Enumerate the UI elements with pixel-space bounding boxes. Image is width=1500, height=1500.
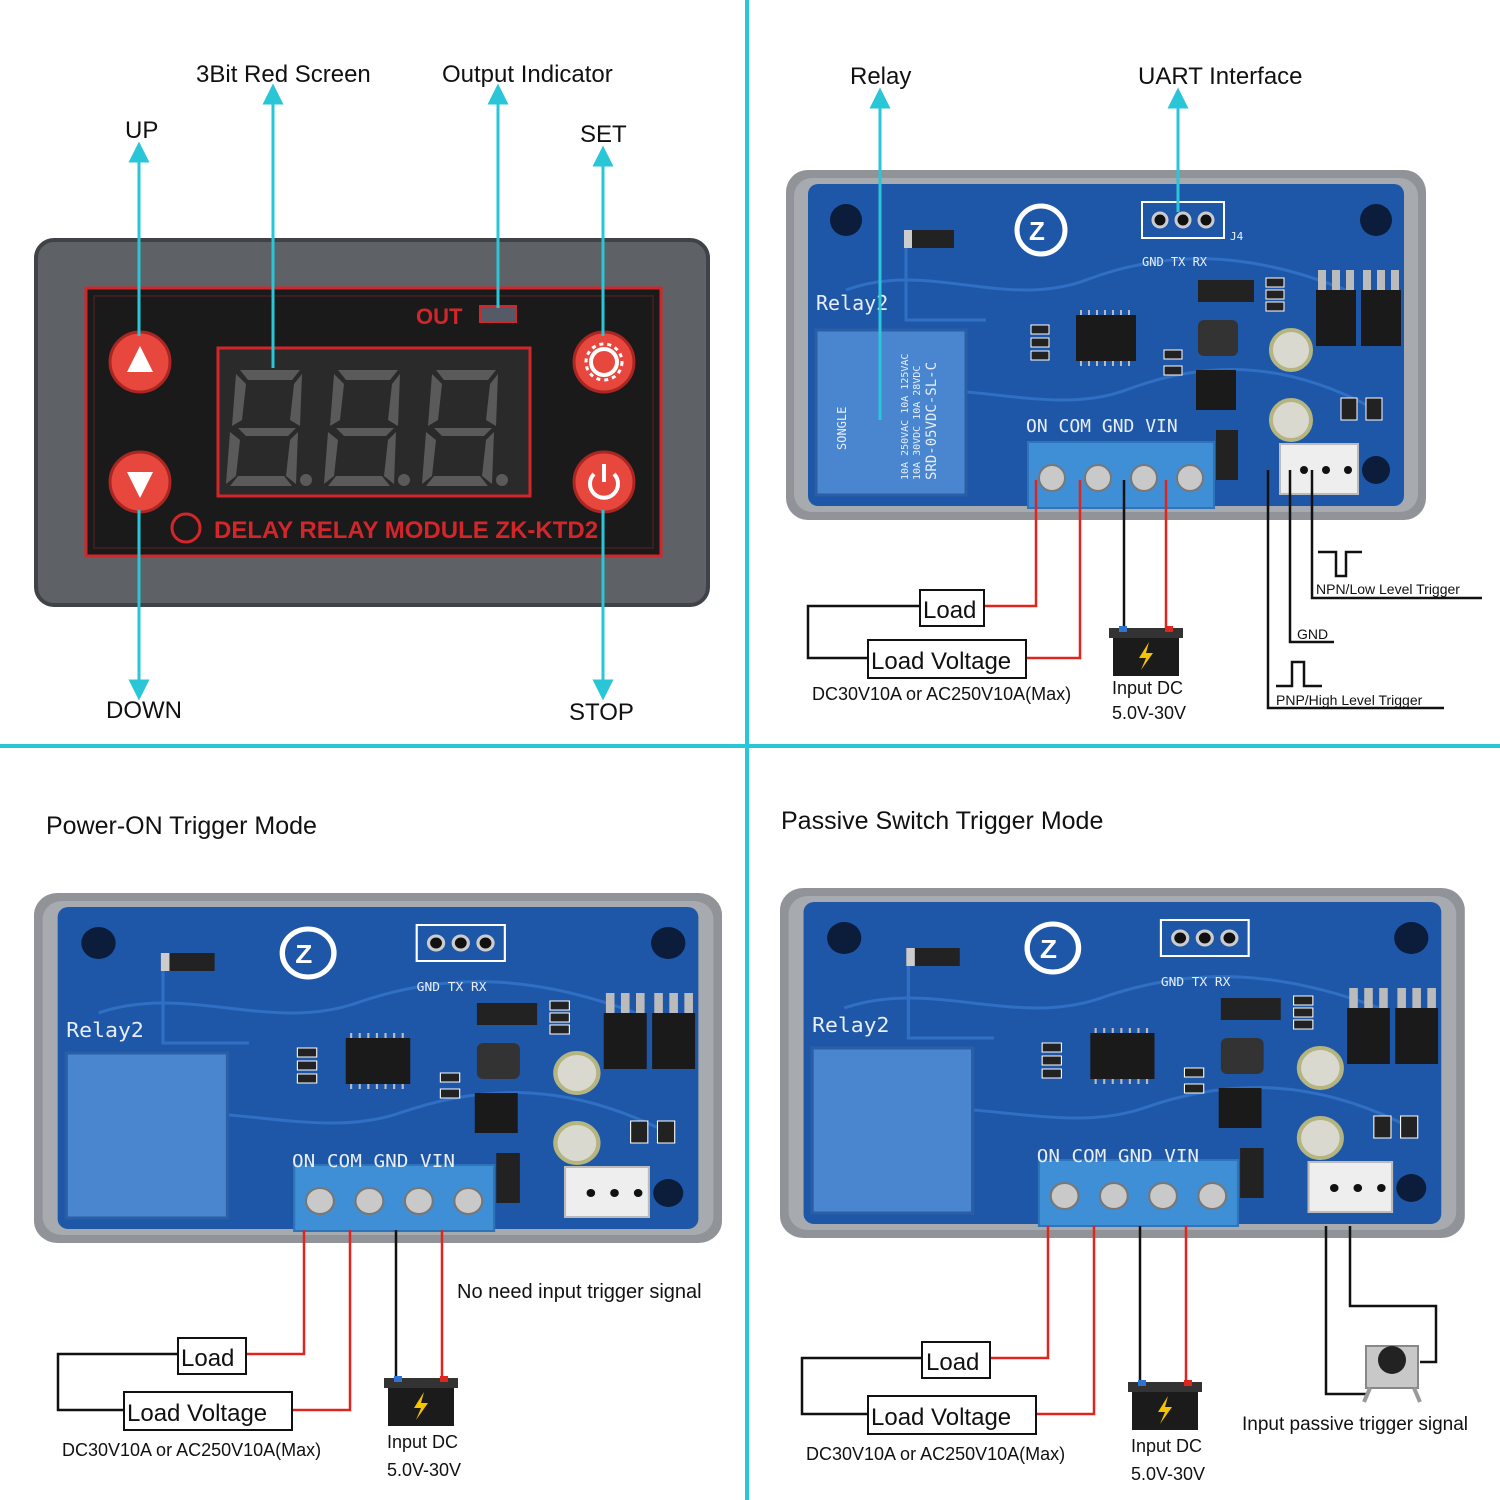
bl-title: Power-ON Trigger Mode	[46, 812, 317, 840]
bl-wiring	[56, 1230, 444, 1412]
brand-logo-icon	[170, 512, 202, 544]
bl-rating: DC30V10A or AC250V10A(Max)	[62, 1440, 321, 1460]
set-button[interactable]	[572, 330, 636, 394]
br-relay-silk: Relay2	[812, 1014, 889, 1037]
gnd-label: GND	[1297, 626, 1328, 642]
j4-label: J4	[1230, 230, 1244, 243]
br-note: Input passive trigger signal	[1242, 1414, 1468, 1435]
tr-battery-icon	[1109, 626, 1183, 676]
bl-uart-labels: GND TX RX	[417, 979, 487, 993]
br-rating: DC30V10A or AC250V10A(Max)	[806, 1444, 1065, 1464]
br-title: Passive Switch Trigger Mode	[781, 807, 1103, 835]
callout-arrows	[128, 83, 614, 701]
up-label: UP	[125, 117, 158, 144]
front-panel: OUT DELAY RELAY MODULE ZK-KTD2	[34, 238, 710, 607]
down-button[interactable]	[108, 450, 172, 514]
set-label: SET	[580, 121, 627, 148]
uart-callout: UART Interface	[1138, 63, 1303, 90]
br-load-box	[921, 1341, 991, 1379]
pcb-board-bottom-right: Relay2 ON COM GND VIN GND TX RX	[780, 888, 1465, 1238]
npn-label: NPN/Low Level Trigger	[1316, 581, 1460, 597]
tr-callout-arrows	[869, 87, 1189, 420]
br-input-range: 5.0V-30V	[1131, 1464, 1205, 1484]
bl-load-box	[177, 1337, 247, 1375]
tr-input-range: 5.0V-30V	[1112, 703, 1186, 723]
br-uart-labels: GND TX RX	[1161, 974, 1231, 988]
br-input-dc: Input DC	[1131, 1436, 1202, 1456]
output-indicator-led	[479, 305, 517, 323]
tr-load: Load	[923, 597, 976, 624]
pcb-board-bottom-left: Relay2 ON COM GND VIN GND TX RX	[34, 893, 722, 1243]
module-name: DELAY RELAY MODULE ZK-KTD2	[214, 517, 598, 544]
up-arrow-icon	[127, 346, 153, 372]
tr-wiring	[806, 470, 1482, 710]
br-wiring	[800, 1226, 1438, 1416]
uart-pin-labels: GND TX RX	[1142, 255, 1208, 269]
tr-load-voltage: Load Voltage	[871, 648, 1011, 675]
relay-rating-1: 10A 250VAC 10A 125VAC	[900, 354, 911, 480]
bl-input-dc: Input DC	[387, 1432, 458, 1452]
relay-brand: SONGLE	[835, 407, 849, 450]
tr-load-box	[919, 589, 985, 627]
tr-rating: DC30V10A or AC250V10A(Max)	[812, 684, 1071, 704]
br-battery-icon	[1128, 1380, 1202, 1430]
bl-battery-icon	[384, 1376, 458, 1426]
down-label: DOWN	[106, 697, 182, 724]
br-load-voltage-box	[867, 1395, 1037, 1435]
bl-relay-silk: Relay2	[66, 1019, 144, 1042]
bl-load-voltage: Load Voltage	[127, 1400, 267, 1427]
seven-segment-display	[226, 370, 508, 486]
bl-input-range: 5.0V-30V	[387, 1460, 461, 1480]
relay-model: SRD-05VDC-SL-C	[924, 362, 940, 480]
relay-callout: Relay	[850, 63, 911, 90]
relay-silk-label: Relay2	[816, 291, 888, 315]
power-icon	[588, 472, 620, 500]
pcb-board-top-right: Relay2 ON COM GND VIN GND TX RX J4 SRD-0…	[786, 170, 1426, 520]
bl-load-voltage-box	[123, 1391, 293, 1431]
screen-label: 3Bit Red Screen	[196, 61, 371, 88]
stop-label: STOP	[569, 699, 634, 726]
out-label: OUT	[416, 304, 463, 329]
up-button[interactable]	[108, 330, 172, 394]
bl-terminal-labels: ON COM GND VIN	[292, 1152, 455, 1172]
tr-load-voltage-box	[867, 639, 1027, 679]
relay-rating-2: 10A 30VDC 10A 28VDC	[912, 366, 923, 480]
down-arrow-icon	[127, 472, 153, 498]
stop-button[interactable]	[572, 450, 636, 514]
pnp-label: PNP/High Level Trigger	[1276, 692, 1423, 708]
output-indicator-label: Output Indicator	[442, 61, 613, 88]
bl-load: Load	[181, 1345, 234, 1372]
br-load-voltage: Load Voltage	[871, 1404, 1011, 1431]
gear-icon	[589, 347, 619, 377]
terminal-labels: ON COM GND VIN	[1026, 416, 1178, 437]
br-terminal-labels: ON COM GND VIN	[1037, 1147, 1199, 1167]
bl-note: No need input trigger signal	[457, 1281, 702, 1303]
br-load: Load	[926, 1349, 979, 1376]
tr-input-dc: Input DC	[1112, 678, 1183, 698]
push-button-switch-icon	[1362, 1345, 1422, 1403]
